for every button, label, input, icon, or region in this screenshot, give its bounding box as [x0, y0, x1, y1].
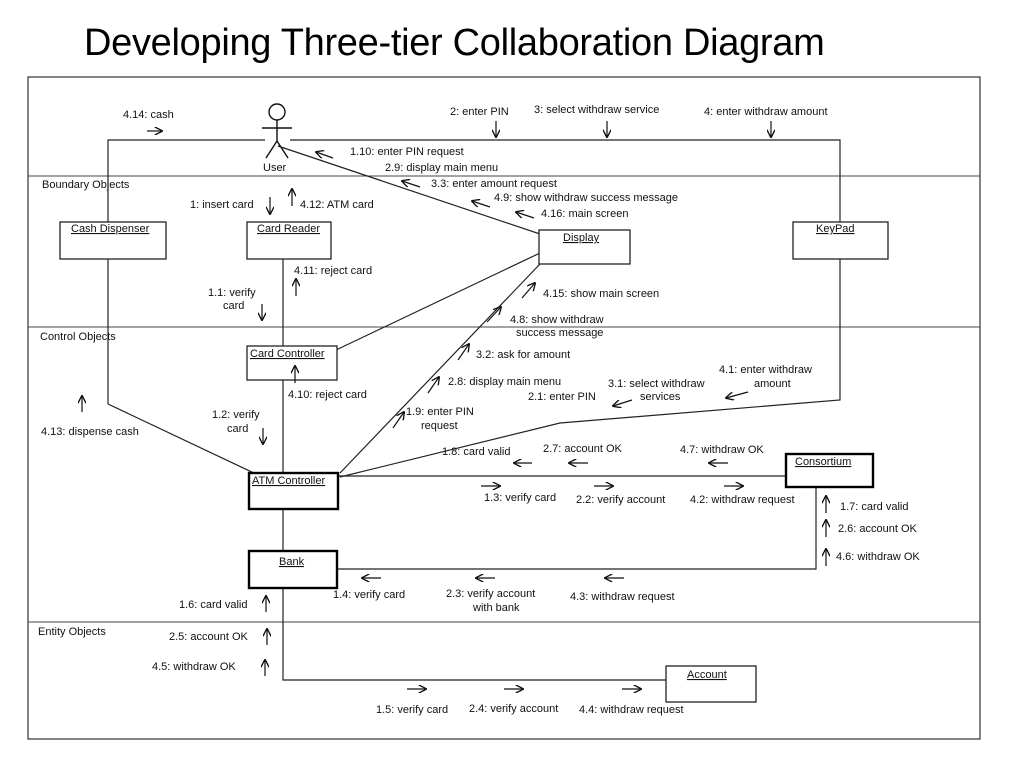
msg-1-2-line2: card	[227, 423, 248, 435]
msg-1-3: 1.3: verify card	[484, 492, 556, 504]
msg-4-16: 4.16: main screen	[541, 208, 628, 220]
msg-3-2: 3.2: ask for amount	[476, 349, 570, 361]
message-arrows	[82, 121, 826, 689]
msg-3-1-line2: services	[640, 391, 681, 403]
msg-4: 4: enter withdraw amount	[704, 106, 828, 118]
msg-2-8: 2.8: display main menu	[448, 376, 561, 388]
arrow-4-16	[516, 212, 535, 219]
consortium-label: Consortium	[795, 456, 851, 468]
msg-4-4: 4.4: withdraw request	[579, 704, 684, 716]
connection-lines	[107, 139, 841, 681]
msg-1-9-line2: request	[421, 420, 458, 432]
msg-4-2: 4.2: withdraw request	[690, 494, 795, 506]
msg-1-2-line1: 1.2: verify	[212, 409, 260, 421]
msg-1-5: 1.5: verify card	[376, 704, 448, 716]
atm-controller-label: ATM Controller	[252, 475, 325, 487]
msg-3-3: 3.3: enter amount request	[431, 178, 557, 190]
arrow-4-9	[472, 201, 491, 208]
card-reader-label: Card Reader	[257, 223, 320, 235]
msg-2-5: 2.5: account OK	[169, 631, 249, 643]
msg-4-3: 4.3: withdraw request	[570, 591, 675, 603]
msg-4-7: 4.7: withdraw OK	[680, 444, 764, 456]
msg-4-13: 4.13: dispense cash	[41, 426, 139, 438]
msg-1-1-line1: 1.1: verify	[208, 287, 256, 299]
msg-4-5: 4.5: withdraw OK	[152, 661, 236, 673]
msg-1-4: 1.4: verify card	[333, 589, 405, 601]
msg-2-7: 2.7: account OK	[543, 443, 623, 455]
arrow-3-3	[402, 181, 421, 188]
msg-4-9: 4.9: show withdraw success message	[494, 192, 678, 204]
msg-1-6: 1.6: card valid	[179, 599, 247, 611]
user-actor-icon	[262, 103, 292, 159]
msg-4-14: 4.14: cash	[123, 109, 174, 121]
msg-1-7: 1.7: card valid	[840, 501, 908, 513]
msg-1: 1: insert card	[190, 199, 254, 211]
msg-2-4: 2.4: verify account	[469, 703, 558, 715]
msg-1-8: 1.8: card valid	[442, 446, 510, 458]
msg-4-12: 4.12: ATM card	[300, 199, 374, 211]
msg-2-1: 2.1: enter PIN	[528, 391, 596, 403]
account-label: Account	[687, 669, 727, 681]
arrow-3-2	[457, 344, 469, 361]
msg-4-6: 4.6: withdraw OK	[836, 551, 920, 563]
msg-4-1-line2: amount	[754, 378, 791, 390]
msg-4-8-line1: 4.8: show withdraw	[510, 314, 604, 326]
arrow-4-8	[486, 307, 501, 323]
page-title: Developing Three-tier Collaboration Diag…	[84, 22, 825, 64]
msg-4-10: 4.10: reject card	[288, 389, 367, 401]
msg-1-9-line1: 1.9: enter PIN	[406, 406, 474, 418]
display-label: Display	[563, 232, 600, 244]
cash-dispenser-label: Cash Dispenser	[71, 223, 150, 235]
msg-2: 2: enter PIN	[450, 106, 509, 118]
msg-4-1-line1: 4.1: enter withdraw	[719, 364, 812, 376]
arrow-1-9	[392, 412, 404, 429]
account-object: Account	[665, 665, 757, 703]
msg-2-9: 2.9: display main menu	[385, 162, 498, 174]
section-label-entity: Entity Objects	[38, 626, 106, 638]
bank-label: Bank	[279, 556, 305, 568]
msg-2-2: 2.2: verify account	[576, 494, 665, 506]
section-label-control: Control Objects	[40, 331, 116, 343]
msg-3-1-line1: 3.1: select withdraw	[608, 378, 705, 390]
msg-4-8-line2: success message	[516, 327, 603, 339]
card-controller-object: Card Controller	[246, 345, 338, 381]
user-label: User	[263, 162, 287, 174]
arrow-4-1	[726, 391, 749, 398]
card-controller-label: Card Controller	[250, 348, 325, 360]
msg-4-15: 4.15: show main screen	[543, 288, 659, 300]
arrow-4-15	[521, 283, 535, 299]
display-object: Display	[538, 229, 631, 265]
diagram-frame	[27, 76, 981, 740]
msg-2-3-line2: with bank	[472, 602, 520, 614]
msg-3: 3: select withdraw service	[534, 104, 659, 116]
msg-1-10: 1.10: enter PIN request	[350, 146, 464, 158]
section-label-boundary: Boundary Objects	[42, 179, 130, 191]
msg-2-3-line1: 2.3: verify account	[446, 588, 535, 600]
msg-2-6: 2.6: account OK	[838, 523, 918, 535]
message-labels: 4.14: cash 2: enter PIN 3: select withdr…	[41, 104, 920, 716]
atm-controller-object: ATM Controller	[247, 471, 340, 511]
bank-object: Bank	[247, 549, 339, 590]
msg-1-1-line2: card	[223, 300, 244, 312]
arrow-3-1	[613, 399, 633, 406]
card-reader-object: Card Reader	[246, 221, 332, 260]
arrow-2-8	[427, 377, 439, 394]
keypad-label: KeyPad	[816, 223, 855, 235]
arrow-1-10	[316, 152, 334, 159]
cash-dispenser-object: Cash Dispenser	[59, 221, 167, 260]
consortium-object: Consortium	[784, 452, 875, 489]
keypad-object: KeyPad	[792, 221, 889, 260]
msg-4-11: 4.11: reject card	[294, 265, 372, 277]
